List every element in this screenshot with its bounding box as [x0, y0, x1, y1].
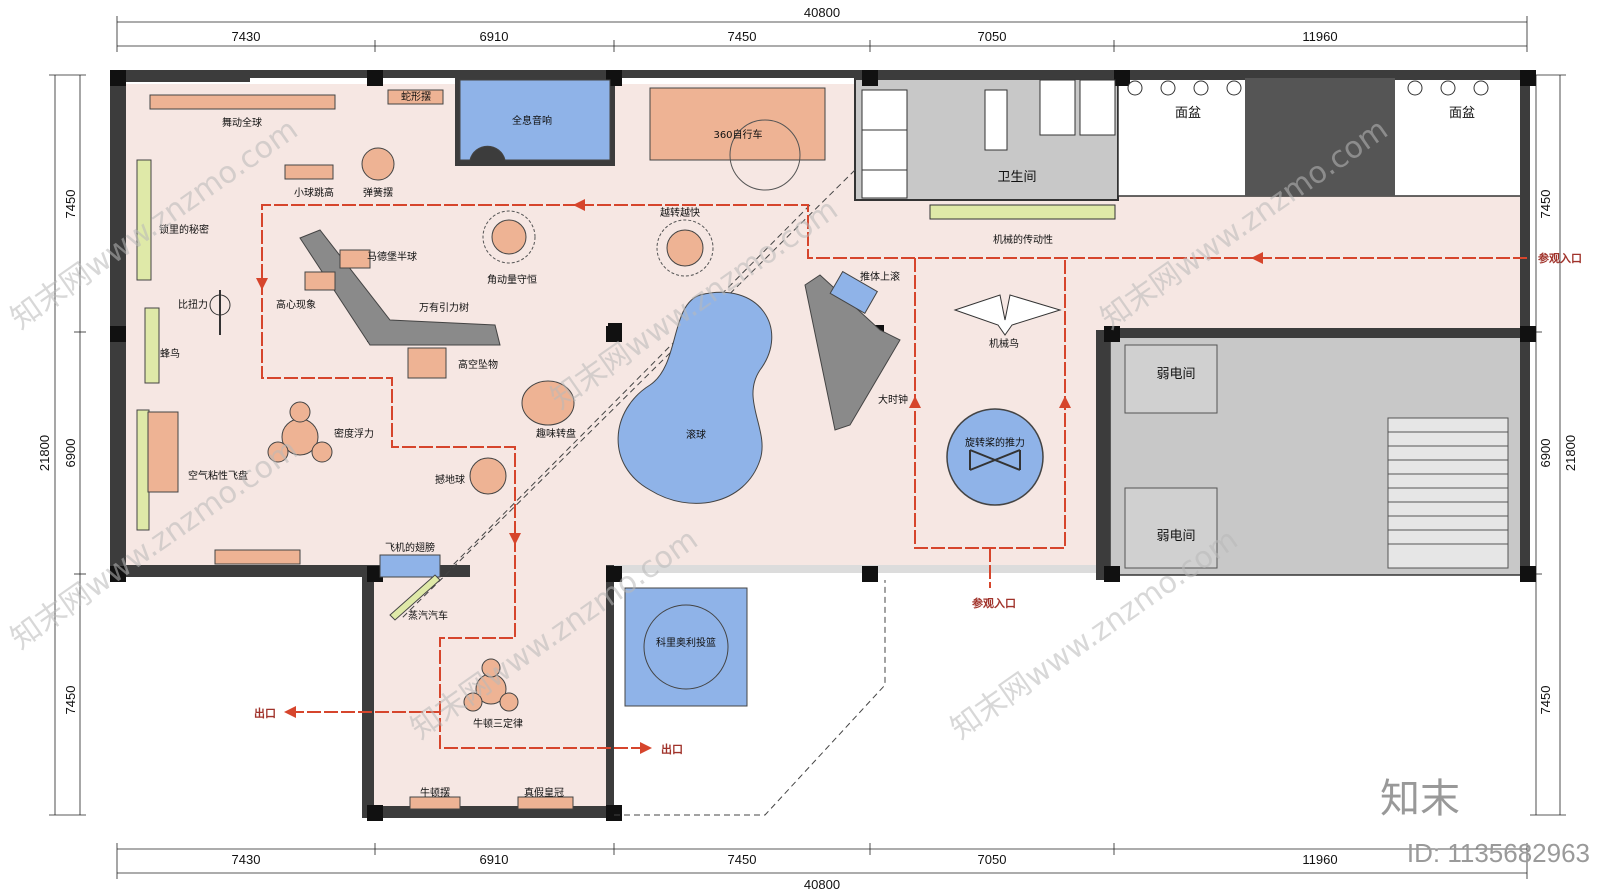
dim-top-5: 11960 — [1302, 29, 1337, 44]
restroom-label: 卫生间 — [997, 170, 1036, 185]
steam-car-label: 蒸汽汽车 — [408, 609, 448, 622]
dancing-globe-label: 舞动全球 — [222, 116, 262, 129]
sky-object-label: 高空坠物 — [458, 358, 498, 371]
basin-left-label: 面盆 — [1175, 106, 1201, 121]
bike-360-shape — [649, 87, 826, 161]
snake-pendulum-shape — [387, 89, 444, 105]
exhibit-labels: 舞动全球 蛇形摆 全息音响 360自行车 小球跳高 弹簧摆 锁里的秘密 马德堡半… — [159, 90, 1053, 799]
dim-top-4: 7050 — [978, 29, 1007, 44]
ball-jump-label: 小球跳高 — [294, 186, 334, 199]
mech-bird-label: 机械鸟 — [989, 337, 1019, 350]
exit-left-label: 出口 — [254, 706, 276, 720]
big-clock-label: 大时钟 — [878, 393, 908, 406]
bike-360-label: 360自行车 — [713, 128, 762, 141]
transmission-label: 机械的传动性 — [993, 233, 1053, 246]
holo-audio-label: 全息音响 — [512, 114, 552, 127]
lock-secret-label: 锁里的秘密 — [159, 223, 209, 236]
rolling-ball-label: 滚球 — [686, 428, 706, 441]
dim-top-3: 7450 — [728, 29, 757, 44]
gravitation-label: 万有引力树 — [419, 301, 469, 314]
newton-pendulum-label: 牛顿摆 — [420, 786, 450, 799]
dim-bottom-3: 7450 — [728, 852, 757, 867]
propeller-shape — [946, 408, 1044, 506]
dim-right-1: 7450 — [1538, 190, 1553, 219]
exhibit-shapes — [136, 79, 1062, 810]
stairs — [1124, 344, 1509, 569]
over-and-over-label: 越转越快 — [660, 206, 700, 219]
true-crown-label: 真假皇冠 — [524, 786, 564, 799]
weak-room-2-label: 弱电间 — [1156, 529, 1195, 544]
spring-pendulum-label: 弹簧摆 — [363, 186, 393, 199]
magdeburg-label: 马德堡半球 — [367, 250, 417, 263]
hummingbird-label: 蜂鸟 — [160, 347, 180, 360]
dimension-lines — [49, 16, 1566, 879]
air-disc-label: 空气粘性飞盘 — [188, 469, 248, 482]
weak-room-1-label: 弱电间 — [1156, 367, 1195, 382]
dim-left-2: 6900 — [63, 439, 78, 468]
dim-right-total: 21800 — [1563, 435, 1578, 471]
mech-bird-shape — [953, 294, 1062, 336]
dim-bottom-total: 40800 — [804, 877, 840, 892]
dim-bottom-1: 7430 — [232, 852, 261, 867]
density-buoyancy-label: 密度浮力 — [334, 427, 374, 440]
watermark-brand: 知末 — [1380, 776, 1460, 822]
gravity-slope-shape — [299, 229, 501, 346]
dim-top-1: 7430 — [232, 29, 261, 44]
dim-left-1: 7450 — [63, 190, 78, 219]
propeller-label: 旋转桨的推力 — [965, 436, 1025, 449]
high-center-label: 高心现象 — [276, 298, 316, 311]
angular-momentum-label: 角动量守恒 — [487, 273, 537, 286]
restroom-fixtures — [861, 79, 1489, 220]
plane-wing-label: 飞机的翅膀 — [385, 541, 435, 554]
exit-bottom-label: 出口 — [661, 742, 683, 756]
dim-right-2: 6900 — [1538, 439, 1553, 468]
dim-right-3: 7450 — [1538, 686, 1553, 715]
dim-bottom-4: 7050 — [978, 852, 1007, 867]
dim-left-total: 21800 — [37, 435, 52, 471]
rolling-ball-pool-shape — [617, 291, 773, 504]
dim-top-total: 40800 — [804, 5, 840, 20]
bike-360-circle — [729, 119, 801, 191]
route-arrows — [256, 199, 1263, 754]
push-up-label: 推体上滚 — [860, 270, 900, 283]
dim-top-2: 6910 — [480, 29, 509, 44]
newton-laws-label: 牛顿三定律 — [473, 717, 523, 730]
holo-audio-shape — [459, 79, 611, 161]
snake-pendulum-label: 蛇形摆 — [401, 90, 431, 103]
entrance-right-label: 参观入口 — [1538, 251, 1582, 265]
dim-left-3: 7450 — [63, 686, 78, 715]
room-labels: 卫生间 面盆 面盆 弱电间 弱电间 — [997, 106, 1475, 544]
dim-bottom-2: 6910 — [480, 852, 509, 867]
coriolis-label: 科里奥利投篮 — [656, 636, 716, 649]
earth-ball-label: 撼地球 — [435, 473, 465, 486]
entrance-bottom-label: 参观入口 — [972, 596, 1016, 610]
dim-bottom-5: 11960 — [1302, 852, 1337, 867]
sightlines — [399, 169, 886, 816]
coriolis-shape — [624, 587, 748, 707]
big-clock-shape — [804, 274, 901, 431]
basin-right-label: 面盆 — [1449, 106, 1475, 121]
dimension-labels: 40800 7430 6910 7450 7050 11960 7430 691… — [37, 5, 1578, 892]
fun-turntable-label: 趣味转盘 — [536, 427, 576, 440]
watermark-id: ID: 1135682963 — [1407, 838, 1590, 868]
route-labels: 参观入口 参观入口 出口 出口 — [254, 251, 1582, 756]
twist-force-label: 比扭力 — [178, 298, 208, 311]
dancing-globe-shape — [149, 94, 336, 110]
